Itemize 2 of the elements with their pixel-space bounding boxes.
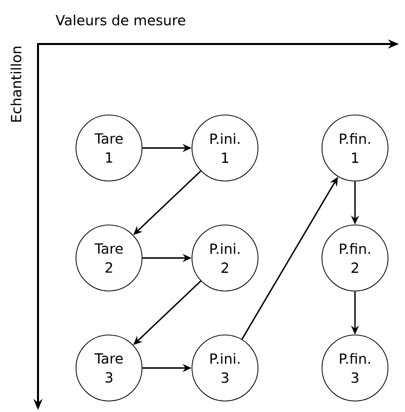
axis-label: Echantillon (10, 46, 22, 122)
axis-label: Valeurs de mesure (56, 14, 186, 26)
